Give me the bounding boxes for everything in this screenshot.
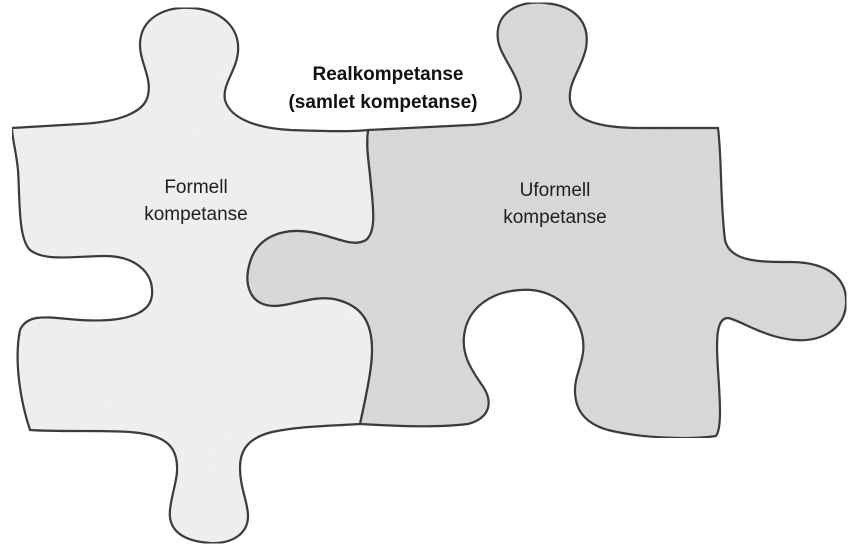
left-piece-label-line1: Formell <box>164 177 227 198</box>
left-puzzle-piece <box>10 6 375 544</box>
left-piece-label-line2: kompetanse <box>144 204 248 225</box>
right-piece-label-line1: Uformell <box>520 180 591 201</box>
right-piece-label-line2: kompetanse <box>503 207 607 228</box>
diagram-title-line1: Realkompetanse <box>312 64 463 85</box>
diagram-title-line2: (samlet kompetanse) <box>288 92 477 113</box>
